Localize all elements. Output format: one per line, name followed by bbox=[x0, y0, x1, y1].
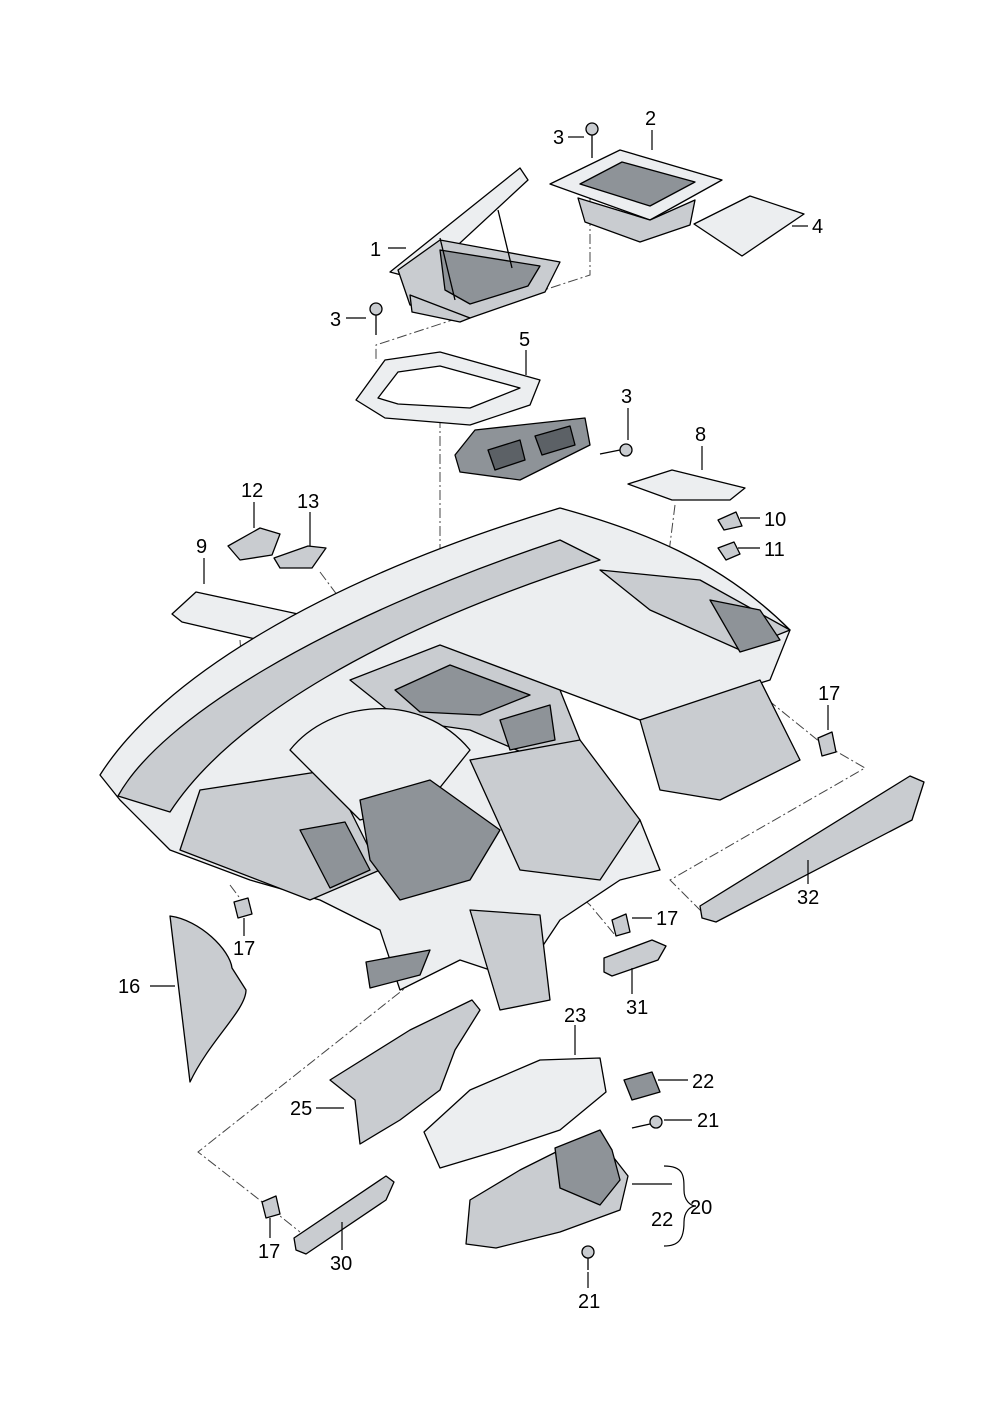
callout-3: 3 bbox=[553, 127, 564, 149]
part-13-switch bbox=[273, 545, 327, 569]
callout-17: 17 bbox=[656, 908, 678, 930]
callout-3: 3 bbox=[621, 386, 632, 408]
callout-labels: 1 2 3 3 3 4 5 8 9 10 11 12 13 16 17 17 1… bbox=[118, 108, 840, 1313]
callout-32: 32 bbox=[797, 887, 819, 909]
callout-3: 3 bbox=[330, 309, 341, 331]
part-31-trim bbox=[603, 939, 667, 977]
callout-10: 10 bbox=[764, 509, 786, 531]
part-22-housing bbox=[623, 1071, 661, 1101]
leader-lines bbox=[150, 130, 829, 1288]
part-12-switch bbox=[227, 527, 281, 561]
part-4-mat bbox=[693, 195, 805, 257]
part-23-column-shroud bbox=[423, 1057, 607, 1169]
callout-30: 30 bbox=[330, 1253, 352, 1275]
callout-31: 31 bbox=[626, 997, 648, 1019]
clip-icon bbox=[717, 511, 743, 561]
callout-25: 25 bbox=[290, 1098, 312, 1120]
callout-22: 22 bbox=[651, 1209, 673, 1231]
callout-8: 8 bbox=[695, 424, 706, 446]
part-8-cover bbox=[627, 469, 746, 501]
callout-4: 4 bbox=[812, 216, 823, 238]
callout-20: 20 bbox=[690, 1197, 712, 1219]
part-20-column-shroud-lower bbox=[465, 1129, 629, 1249]
callout-23: 23 bbox=[564, 1005, 586, 1027]
callout-12: 12 bbox=[241, 480, 263, 502]
callout-17: 17 bbox=[233, 938, 255, 960]
callout-11: 11 bbox=[764, 539, 785, 561]
part-32-trim-strip bbox=[699, 775, 925, 923]
callout-2: 2 bbox=[645, 108, 656, 130]
callout-21: 21 bbox=[697, 1110, 719, 1132]
callout-17: 17 bbox=[818, 683, 840, 705]
part-16-side-cover bbox=[169, 915, 247, 1083]
dashboard-body bbox=[99, 507, 801, 1011]
part-30-trim bbox=[293, 1175, 395, 1255]
callout-21: 21 bbox=[578, 1291, 600, 1313]
callout-13: 13 bbox=[297, 491, 319, 513]
part-5-bezel-frame bbox=[355, 351, 591, 481]
part-25-knee-trim bbox=[329, 999, 481, 1145]
part-1-storage-tray bbox=[389, 167, 561, 323]
screw-21-icon bbox=[581, 1115, 663, 1270]
callout-17: 17 bbox=[258, 1241, 280, 1263]
callout-22: 22 bbox=[692, 1071, 714, 1093]
callout-9: 9 bbox=[196, 536, 207, 558]
part-2-bin bbox=[549, 149, 723, 243]
screw-icon bbox=[369, 122, 633, 457]
part-17-clip-icon bbox=[233, 731, 837, 1219]
callout-16: 16 bbox=[118, 976, 140, 998]
callout-1: 1 bbox=[370, 239, 381, 261]
callout-5: 5 bbox=[519, 329, 530, 351]
